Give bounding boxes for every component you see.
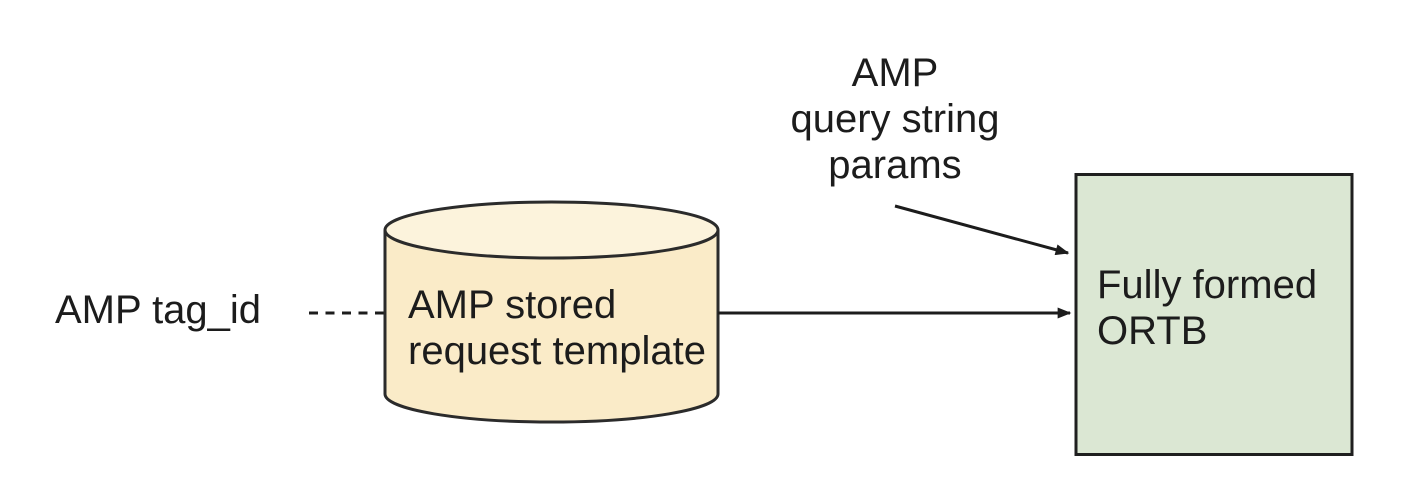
ortb-label: Fully formed ORTB: [1097, 262, 1317, 354]
stored-request-label-line2: request template: [408, 329, 706, 373]
amp-query-params-line2: query string: [790, 97, 1000, 141]
amp-query-params-label: AMP query string params: [745, 50, 1045, 188]
ortb-label-line2: ORTB: [1097, 309, 1208, 353]
amp-tag-id-label: AMP tag_id: [55, 288, 262, 332]
stored-request-label-line1: AMP stored: [408, 283, 617, 327]
stored-request-cylinder-body: [383, 230, 720, 424]
amp-query-params-line1: AMP: [851, 51, 939, 95]
query-params-to-ortb-arrow: [894, 204, 1070, 256]
stored-request-cylinder-top: [383, 200, 720, 260]
amp-query-params-line3: params: [828, 143, 962, 187]
stored-request-label: AMP stored request template: [408, 282, 706, 374]
ortb-box-rect: [1074, 173, 1354, 456]
ortb-label-line1: Fully formed: [1097, 263, 1318, 307]
